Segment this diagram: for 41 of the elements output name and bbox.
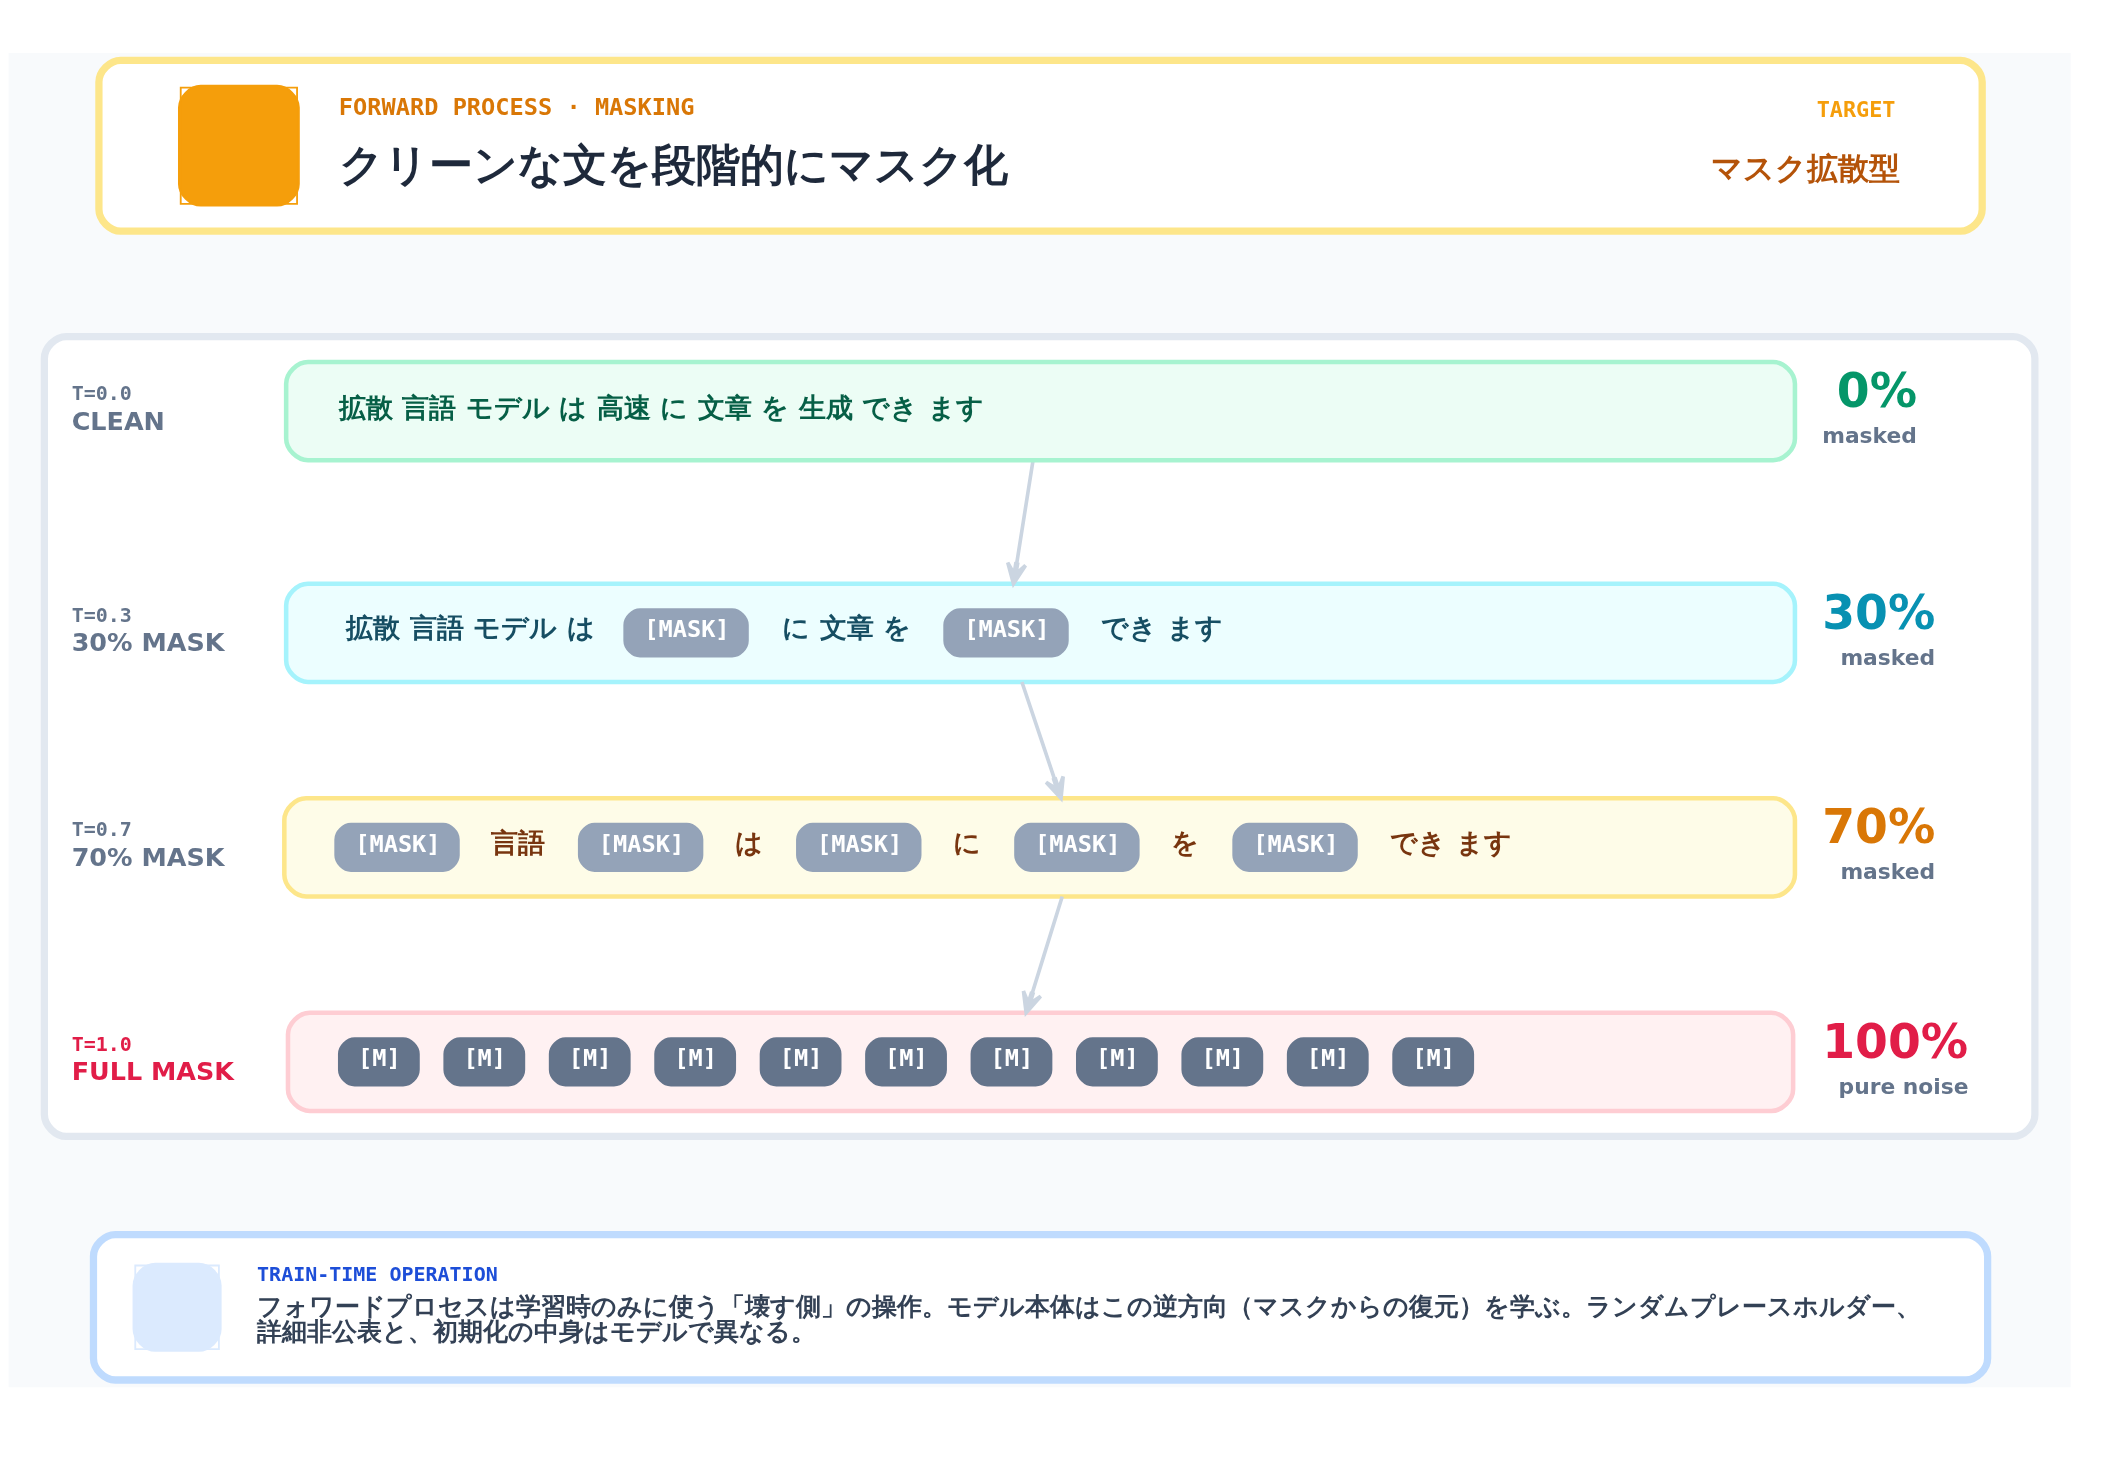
node-box: [MASK] <box>577 822 704 872</box>
arrow <box>1020 680 1065 800</box>
node-box: [MASK] <box>334 822 460 872</box>
node-box: [M] <box>548 1036 631 1086</box>
node-box: 拡散 言語 モデル は 高速 に 文章 を 生成 でき ます <box>283 359 1798 462</box>
node-label: 0% <box>1836 362 1917 418</box>
node-box: TRAIN-TIME OPERATION フォワードプロセスは学習時のみに使う「壊す側」の操作。モデル本体はこの逆方向（マスクからの復元）を学ぶ。ランダムプレースホルダー、詳細非公表と、初期化の中身はモデルで異なる。 <box>89 1230 1992 1384</box>
node-label: masked <box>1822 422 1917 448</box>
node-label: 30% <box>1822 584 1936 640</box>
node-box: [MASK] <box>1014 822 1140 872</box>
node-box: [M] <box>443 1036 526 1086</box>
arrow <box>1021 895 1064 1015</box>
node-box: [M] <box>1076 1036 1158 1086</box>
node-box: [M] <box>1181 1036 1264 1086</box>
node-label: 70% <box>1822 798 1936 854</box>
node-box: [MASK] <box>623 607 749 657</box>
node-box: [M] <box>1286 1036 1369 1086</box>
node-label: 100% <box>1822 1013 1969 1069</box>
node-label: T=0.7 <box>71 816 132 841</box>
node-box: [MASK] <box>943 607 1069 657</box>
node-box: [M] <box>654 1036 737 1086</box>
node-box: [MASK] <box>1232 822 1358 872</box>
node-label: T=0.3 <box>71 602 132 627</box>
node-label: masked <box>1840 858 1936 884</box>
node-box: FORWARD PROCESS · MASKING クリーンな文を段階的にマスク化 TARGET マスク拡散型 <box>95 56 1986 235</box>
node-label: masked <box>1840 644 1936 670</box>
cluster <box>285 1010 1796 1113</box>
node-label: FULL MASK <box>71 1055 234 1086</box>
node-box: [M] <box>865 1036 947 1086</box>
node-box: [M] <box>759 1036 842 1086</box>
node-box: [M] <box>337 1036 420 1086</box>
node-label: T=0.0 <box>71 380 132 405</box>
node-label: T=1.0 <box>71 1031 132 1056</box>
node-box: [M] <box>1392 1036 1475 1086</box>
node-box: [MASK] <box>796 822 922 872</box>
node-box: [M] <box>970 1036 1053 1086</box>
node-label: pure noise <box>1838 1073 1969 1099</box>
node-label: 70% MASK <box>71 841 225 872</box>
node-label: 30% MASK <box>71 626 225 657</box>
node-label: CLEAN <box>71 405 165 436</box>
cluster <box>40 332 2039 1140</box>
